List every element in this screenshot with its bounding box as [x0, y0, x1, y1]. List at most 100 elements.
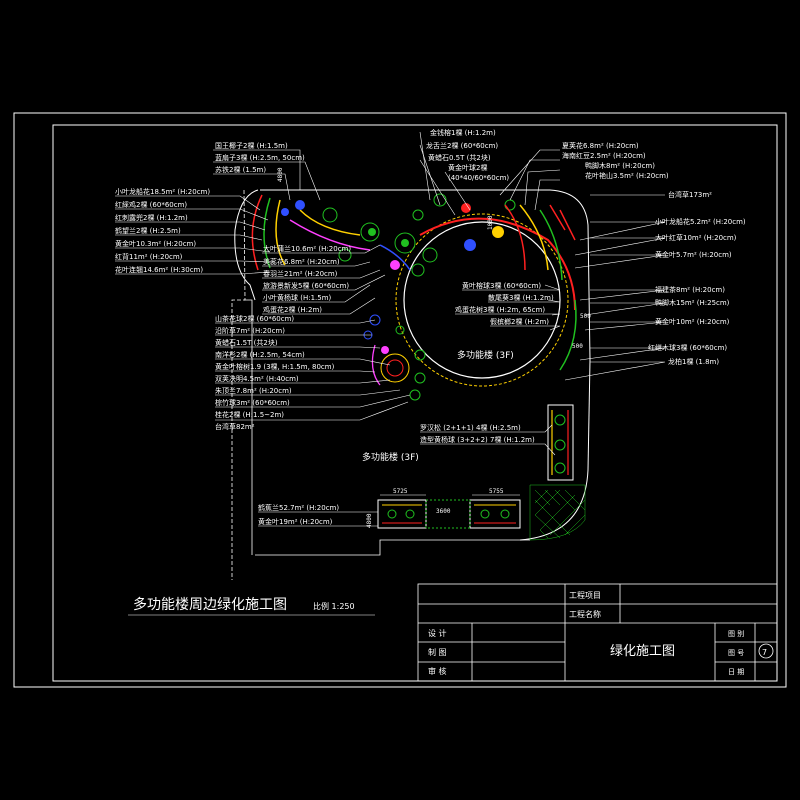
dim-500-b: 500: [572, 343, 583, 350]
bottom-planter-boxes: [377, 499, 521, 529]
label-right-top-0: 夏荚花6.8m² (H:20cm): [562, 141, 639, 150]
label-left-lower-0: 山茶花球2棵 (60*60cm): [215, 314, 294, 323]
label-top-0: 金钱榕1棵 (H:1.2m): [430, 128, 496, 137]
label-right-top-1: 海南红豆2.5m² (H:20cm): [562, 151, 646, 160]
label-right-0: 小叶龙船花5.2m² (H:20cm): [655, 217, 746, 226]
label-center-1: 美蕊花6.8m² (H:20cm): [263, 257, 340, 266]
label-top-1: 龙舌兰2棵 (60*60cm): [426, 141, 498, 150]
label-center-3: 旅游景新发5棵 (60*60cm): [263, 281, 349, 290]
label-circle-1: 散尾葵3棵 (H:1.2m): [488, 293, 554, 302]
label-right-1: 大叶红草10m² (H:20cm): [655, 233, 737, 242]
dim-5725: 5725: [393, 488, 408, 495]
leader-lines: [115, 131, 666, 527]
label-right-6: 红继木球3棵 (60*60cm): [648, 343, 727, 352]
label-left-5: 红刺露兜2棵 (H:1.2m): [115, 213, 188, 222]
title-block-number-label: 图 号: [728, 649, 744, 657]
title-block-number: 7: [762, 648, 767, 657]
label-bottom-0: 鹤蕉兰52.7m² (H:20cm): [258, 503, 339, 512]
label-right-top-4: 台湾草173m²: [668, 190, 712, 199]
labels-mid-right: 罗汉松 (2+1+1) 4棵 (H:2.5m) 造型黄杨球 (3+2+2) 7棵…: [420, 423, 535, 444]
label-center-4: 小叶黄杨球 (H:1.5m): [263, 293, 332, 302]
dimension-marks: 4800 1000 500 500 5725 3600 5755 4800: [277, 167, 591, 528]
planting-bed-outline: [234, 189, 591, 541]
hatched-paving: [529, 484, 586, 541]
title-block-number-circle: [758, 643, 774, 659]
label-left-lower-9: 台湾草82m²: [215, 422, 255, 431]
label-bottom-1: 黄金叶19m² (H:20cm): [258, 517, 333, 526]
label-center-0: 大叶蒲兰10.6m² (H:20cm): [263, 244, 351, 253]
label-left-lower-2: 黄蜡石1.5T (共2块): [215, 338, 278, 347]
site-boundary: [231, 189, 530, 580]
label-center-2: 春羽兰21m² (H:20cm): [263, 269, 338, 278]
dim-3600: 3600: [436, 508, 451, 515]
drawing-scale: 比例 1:250: [313, 601, 355, 611]
shrub-cluster-top: [281, 193, 516, 277]
label-right-3: 福建茶8m² (H:20cm): [655, 285, 725, 294]
label-right-top-2: 鸭脚木8m² (H:20cm): [585, 161, 655, 170]
label-right-4: 鸭脚木15m² (H:25cm): [655, 298, 730, 307]
label-left-3: 小叶龙船花18.5m² (H:20cm): [115, 187, 210, 196]
dim-5755: 5755: [489, 488, 504, 495]
title-block-sheet: 图 别: [728, 629, 744, 638]
label-circle-0: 黄叶榕球3棵 (60*60cm): [462, 281, 541, 290]
labels-bottom: 鹤蕉兰52.7m² (H:20cm) 黄金叶19m² (H:20cm): [258, 503, 339, 526]
labels-right: 小叶龙船花5.2m² (H:20cm) 大叶红草10m² (H:20cm) 黄金…: [648, 217, 746, 366]
drawing-title: 多功能楼周边绿化施工图: [133, 596, 287, 613]
dim-4800-top: 4800: [277, 167, 284, 182]
dim-4800-bottom: 4800: [366, 513, 373, 528]
label-top-2: 黄蜡石0.5T (共2块): [428, 153, 491, 162]
left-garden-beds: [251, 194, 411, 271]
label-left-lower-5: 双荚决明4.5m² (H:40cm): [215, 374, 299, 383]
outer-border: [13, 112, 787, 688]
labels-circle: 黄叶榕球3棵 (60*60cm) 散尾葵3棵 (H:1.2m) 鸡蛋花树3棵 (…: [455, 281, 554, 326]
label-left-2: 苏铁2棵 (1.5m): [215, 165, 266, 174]
circular-building: [403, 221, 561, 379]
label-right-top-3: 花叶艳山3.5m² (H:20cm): [585, 171, 669, 180]
label-left-lower-7: 棕竹球3m² (60*60cm): [215, 398, 290, 407]
label-top-4: (40*40/60*60cm): [448, 174, 509, 182]
title-block-project-name: 工程名称: [569, 609, 601, 619]
label-left-6: 鹤望兰2棵 (H:2.5m): [115, 226, 181, 235]
title-block: [417, 583, 778, 682]
label-left-0: 国王椰子2棵 (H:1.5m): [215, 141, 288, 150]
dim-1000: 1000: [487, 215, 494, 230]
label-left-8: 红背11m² (H:20cm): [115, 252, 183, 261]
label-left-7: 黄金叶10.3m² (H:20cm): [115, 239, 196, 248]
label-left-lower-6: 朱顶兰7.8m² (H:20cm): [215, 386, 292, 395]
label-left-lower-1: 沿阶草7m² (H:20cm): [215, 326, 285, 335]
label-mid-right-0: 罗汉松 (2+1+1) 4棵 (H:2.5m): [420, 423, 521, 432]
label-mid-right-1: 造型黄杨球 (3+2+2) 7棵 (H:1.2m): [420, 435, 535, 444]
title-block-project-item: 工程项目: [569, 591, 601, 600]
labels-left: 国王椰子2棵 (H:1.5m) 蓝扇子3棵 (H:2.5m, 50cm) 苏铁2…: [115, 141, 305, 274]
title-block-draw: 制 图: [428, 647, 447, 657]
label-center-5: 鸡蛋花2棵 (H:2m): [263, 305, 322, 314]
label-top-3: 黄金叶球2棵: [448, 163, 487, 172]
title-block-check: 审 核: [428, 666, 447, 676]
label-left-lower-3: 南洋杉2棵 (H:2.5m, 54cm): [215, 350, 305, 359]
title-block-date: 日 期: [728, 668, 744, 676]
label-left-4: 红綵鸡2棵 (60*60cm): [115, 200, 187, 209]
right-planter-strip: [547, 404, 574, 481]
label-left-lower-4: 黄金叶榕树1.9 (3棵, H:1.5m, 80cm): [215, 362, 335, 371]
label-left-lower-8: 桂花2棵 (H:1.5~2m): [215, 410, 284, 419]
label-right-7: 龙柏1棵 (1.8m): [668, 357, 719, 366]
label-circle-2: 鸡蛋花树3棵 (H:2m, 65cm): [455, 305, 545, 314]
labels-left-lower: 山茶花球2棵 (60*60cm) 沿阶草7m² (H:20cm) 黄蜡石1.5T…: [215, 314, 335, 431]
label-left-9: 花叶连翘14.6m² (H:30cm): [115, 265, 203, 274]
labels-right-top: 夏荚花6.8m² (H:20cm) 海南红豆2.5m² (H:20cm) 鸭脚木…: [562, 141, 712, 199]
circular-building-ring: [395, 213, 569, 387]
circular-building-red-arc: [419, 217, 576, 311]
dim-500-a: 500: [580, 313, 591, 320]
labels-top: 金钱榕1棵 (H:1.2m) 龙舌兰2棵 (60*60cm) 黄蜡石0.5T (…: [426, 128, 509, 182]
title-block-drawing-name: 绿化施工图: [610, 644, 675, 659]
right-garden-beds: [504, 204, 577, 371]
title-block-design: 设 计: [428, 628, 447, 638]
label-right-5: 黄金叶10m² (H:20cm): [655, 317, 730, 326]
left-lower-garden: [363, 314, 426, 401]
label-circle-3: 假槟榔2棵 (H:2m): [490, 317, 549, 326]
labels-center: 大叶蒲兰10.6m² (H:20cm) 美蕊花6.8m² (H:20cm) 春羽…: [263, 244, 351, 314]
label-right-2: 黄金叶5.7m² (H:20cm): [655, 250, 732, 259]
circle-building-label: 多功能楼 (3F): [457, 349, 514, 361]
main-building-label: 多功能楼 (3F): [362, 451, 419, 463]
